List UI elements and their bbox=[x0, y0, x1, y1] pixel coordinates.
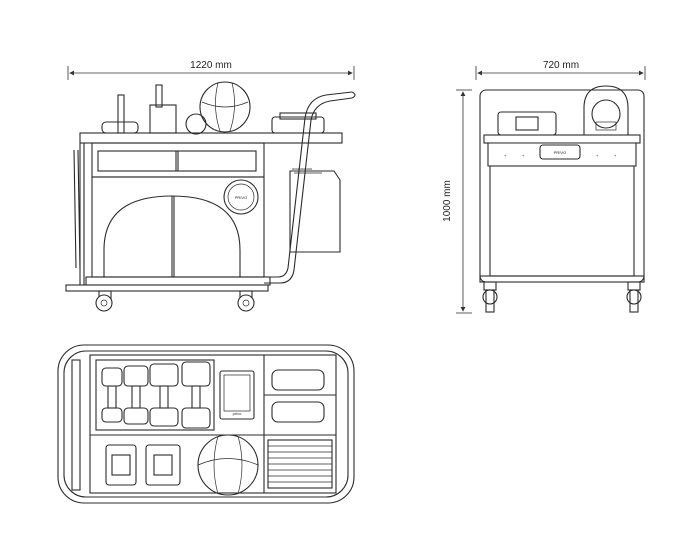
front-push-handle bbox=[264, 91, 353, 278]
top-dumbbell-rack bbox=[95, 359, 215, 431]
front-wheel-right bbox=[237, 290, 255, 312]
top-pads bbox=[264, 369, 336, 423]
svg-text:+: + bbox=[614, 153, 617, 158]
top-weights-row bbox=[105, 434, 259, 496]
side-logo-plate: PRIVO bbox=[539, 144, 581, 160]
front-view: 1220 mm PRIVO ooooooooo bbox=[65, 60, 356, 312]
side-front-panel bbox=[489, 165, 635, 277]
side-height-dimension: 1000 mm bbox=[442, 89, 472, 314]
front-logo-text: PRIVO bbox=[235, 195, 247, 200]
top-tablet: privo bbox=[219, 370, 255, 420]
svg-text:+: + bbox=[504, 153, 507, 158]
front-wheel-left bbox=[95, 290, 113, 312]
front-rear-board bbox=[289, 170, 341, 253]
top-striped-mat bbox=[267, 439, 333, 489]
side-view: 720 mm 1000 mm PRIVO + + + + bbox=[442, 60, 646, 314]
side-equipment bbox=[497, 85, 629, 136]
side-logo-text: PRIVO bbox=[554, 150, 566, 155]
top-tray bbox=[89, 354, 337, 494]
front-equipment bbox=[101, 81, 325, 135]
top-view: privo bbox=[57, 344, 355, 504]
side-width-label: 720 mm bbox=[543, 60, 579, 71]
svg-text:+: + bbox=[522, 153, 525, 158]
front-rear-board-marks: ooooooooo bbox=[292, 166, 313, 171]
top-outer-frame bbox=[57, 344, 355, 504]
side-wheel-left bbox=[482, 281, 498, 313]
front-base-frame bbox=[85, 276, 271, 286]
front-drawer bbox=[97, 150, 257, 172]
top-logo-text: privo bbox=[233, 411, 242, 416]
front-width-label: 1220 mm bbox=[190, 60, 232, 71]
front-bottom-bar bbox=[65, 284, 269, 292]
side-width-dimension: 720 mm bbox=[475, 60, 646, 80]
svg-text:+: + bbox=[596, 153, 599, 158]
front-width-dimension: 1220 mm bbox=[67, 60, 355, 80]
top-side-handle bbox=[71, 359, 81, 491]
front-logo-badge: PRIVO bbox=[223, 179, 259, 215]
front-side-rod bbox=[73, 149, 77, 269]
side-height-label: 1000 mm bbox=[442, 180, 453, 222]
side-wheel-right bbox=[626, 281, 642, 313]
